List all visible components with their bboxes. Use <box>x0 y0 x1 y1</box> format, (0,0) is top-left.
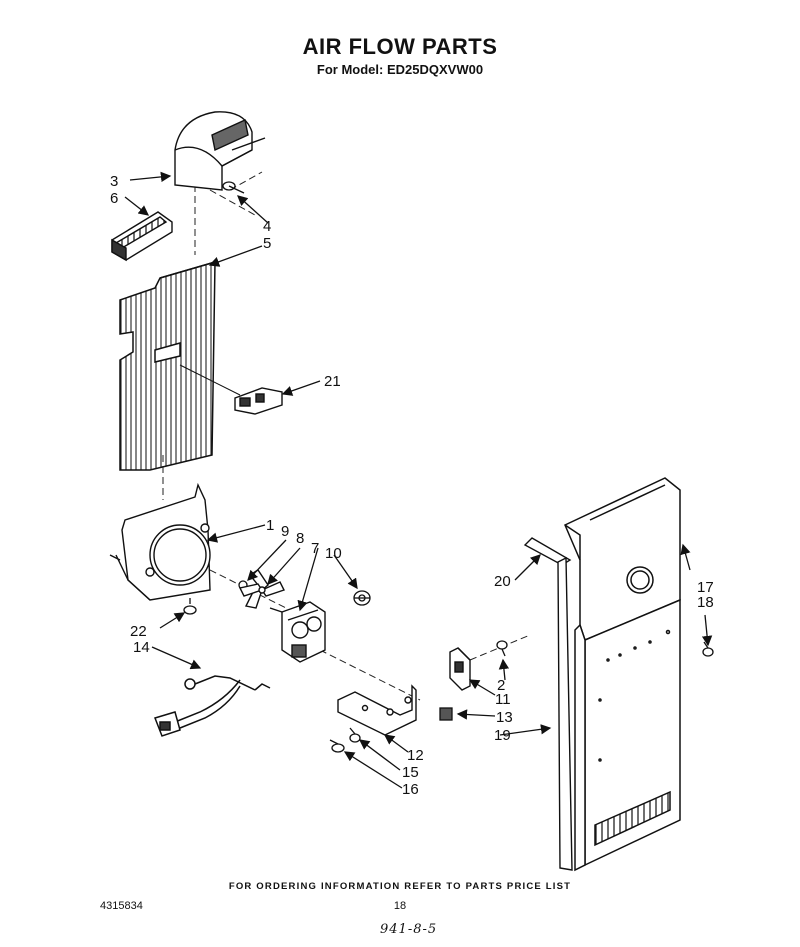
part-fan-motor <box>269 601 326 663</box>
part-fan-shroud <box>109 482 211 601</box>
ordering-note: FOR ORDERING INFORMATION REFER TO PARTS … <box>228 881 572 892</box>
part-screw-2 <box>496 640 508 657</box>
part-screw-15 <box>349 727 361 743</box>
callout-22: 22 <box>130 623 147 640</box>
callout-1: 1 <box>266 517 274 534</box>
callout-8: 8 <box>296 530 304 547</box>
part-switch-bracket <box>449 647 471 691</box>
part-filter <box>111 211 173 262</box>
callout-16: 16 <box>402 781 419 798</box>
callout-19: 19 <box>494 727 511 744</box>
part-wiring-harness <box>154 675 271 737</box>
part-screw-16 <box>329 739 345 753</box>
part-trim-strip <box>523 537 573 871</box>
callout-15: 15 <box>402 764 419 781</box>
part-mounting-bracket <box>337 684 417 736</box>
part-rear-panel <box>564 477 681 872</box>
callout-20: 20 <box>494 573 511 590</box>
callout-numbers: 1 2 3 4 5 6 7 8 9 10 11 12 13 14 15 16 1… <box>110 173 714 798</box>
document-number: 4315834 <box>100 900 143 912</box>
part-grommet <box>353 590 371 606</box>
callout-4: 4 <box>263 218 271 235</box>
callout-13: 13 <box>496 709 513 726</box>
callout-9: 9 <box>281 523 289 540</box>
exploded-parts-diagram: 1 2 3 4 5 6 7 8 9 10 11 12 13 14 15 16 1… <box>109 111 714 872</box>
part-clip-21 <box>179 364 283 415</box>
callout-6: 6 <box>110 190 118 207</box>
callout-18: 18 <box>697 594 714 611</box>
part-air-duct <box>174 111 266 191</box>
part-fan-blade <box>238 569 285 609</box>
leader-lines <box>124 171 713 789</box>
callout-11: 11 <box>495 691 511 708</box>
page-number: 18 <box>393 900 407 912</box>
callout-5: 5 <box>263 235 271 252</box>
model-subtitle: For Model: ED25DQXVW00 <box>316 62 484 77</box>
callout-14: 14 <box>133 639 150 656</box>
page-title: AIR FLOW PARTS <box>302 34 498 59</box>
callout-21: 21 <box>324 373 341 390</box>
alignment-lines <box>162 171 531 701</box>
part-evaporator-cover <box>119 260 216 471</box>
handwritten-note: 941-8-5 <box>380 922 438 937</box>
callout-17: 17 <box>697 579 714 596</box>
callout-2: 2 <box>497 677 505 694</box>
callout-7: 7 <box>311 540 319 557</box>
callout-3: 3 <box>110 173 118 190</box>
part-clip-13 <box>439 707 453 721</box>
part-screw-4 <box>222 181 245 194</box>
part-screw-22 <box>183 598 197 615</box>
callout-10: 10 <box>325 545 342 562</box>
callout-12: 12 <box>407 747 424 764</box>
